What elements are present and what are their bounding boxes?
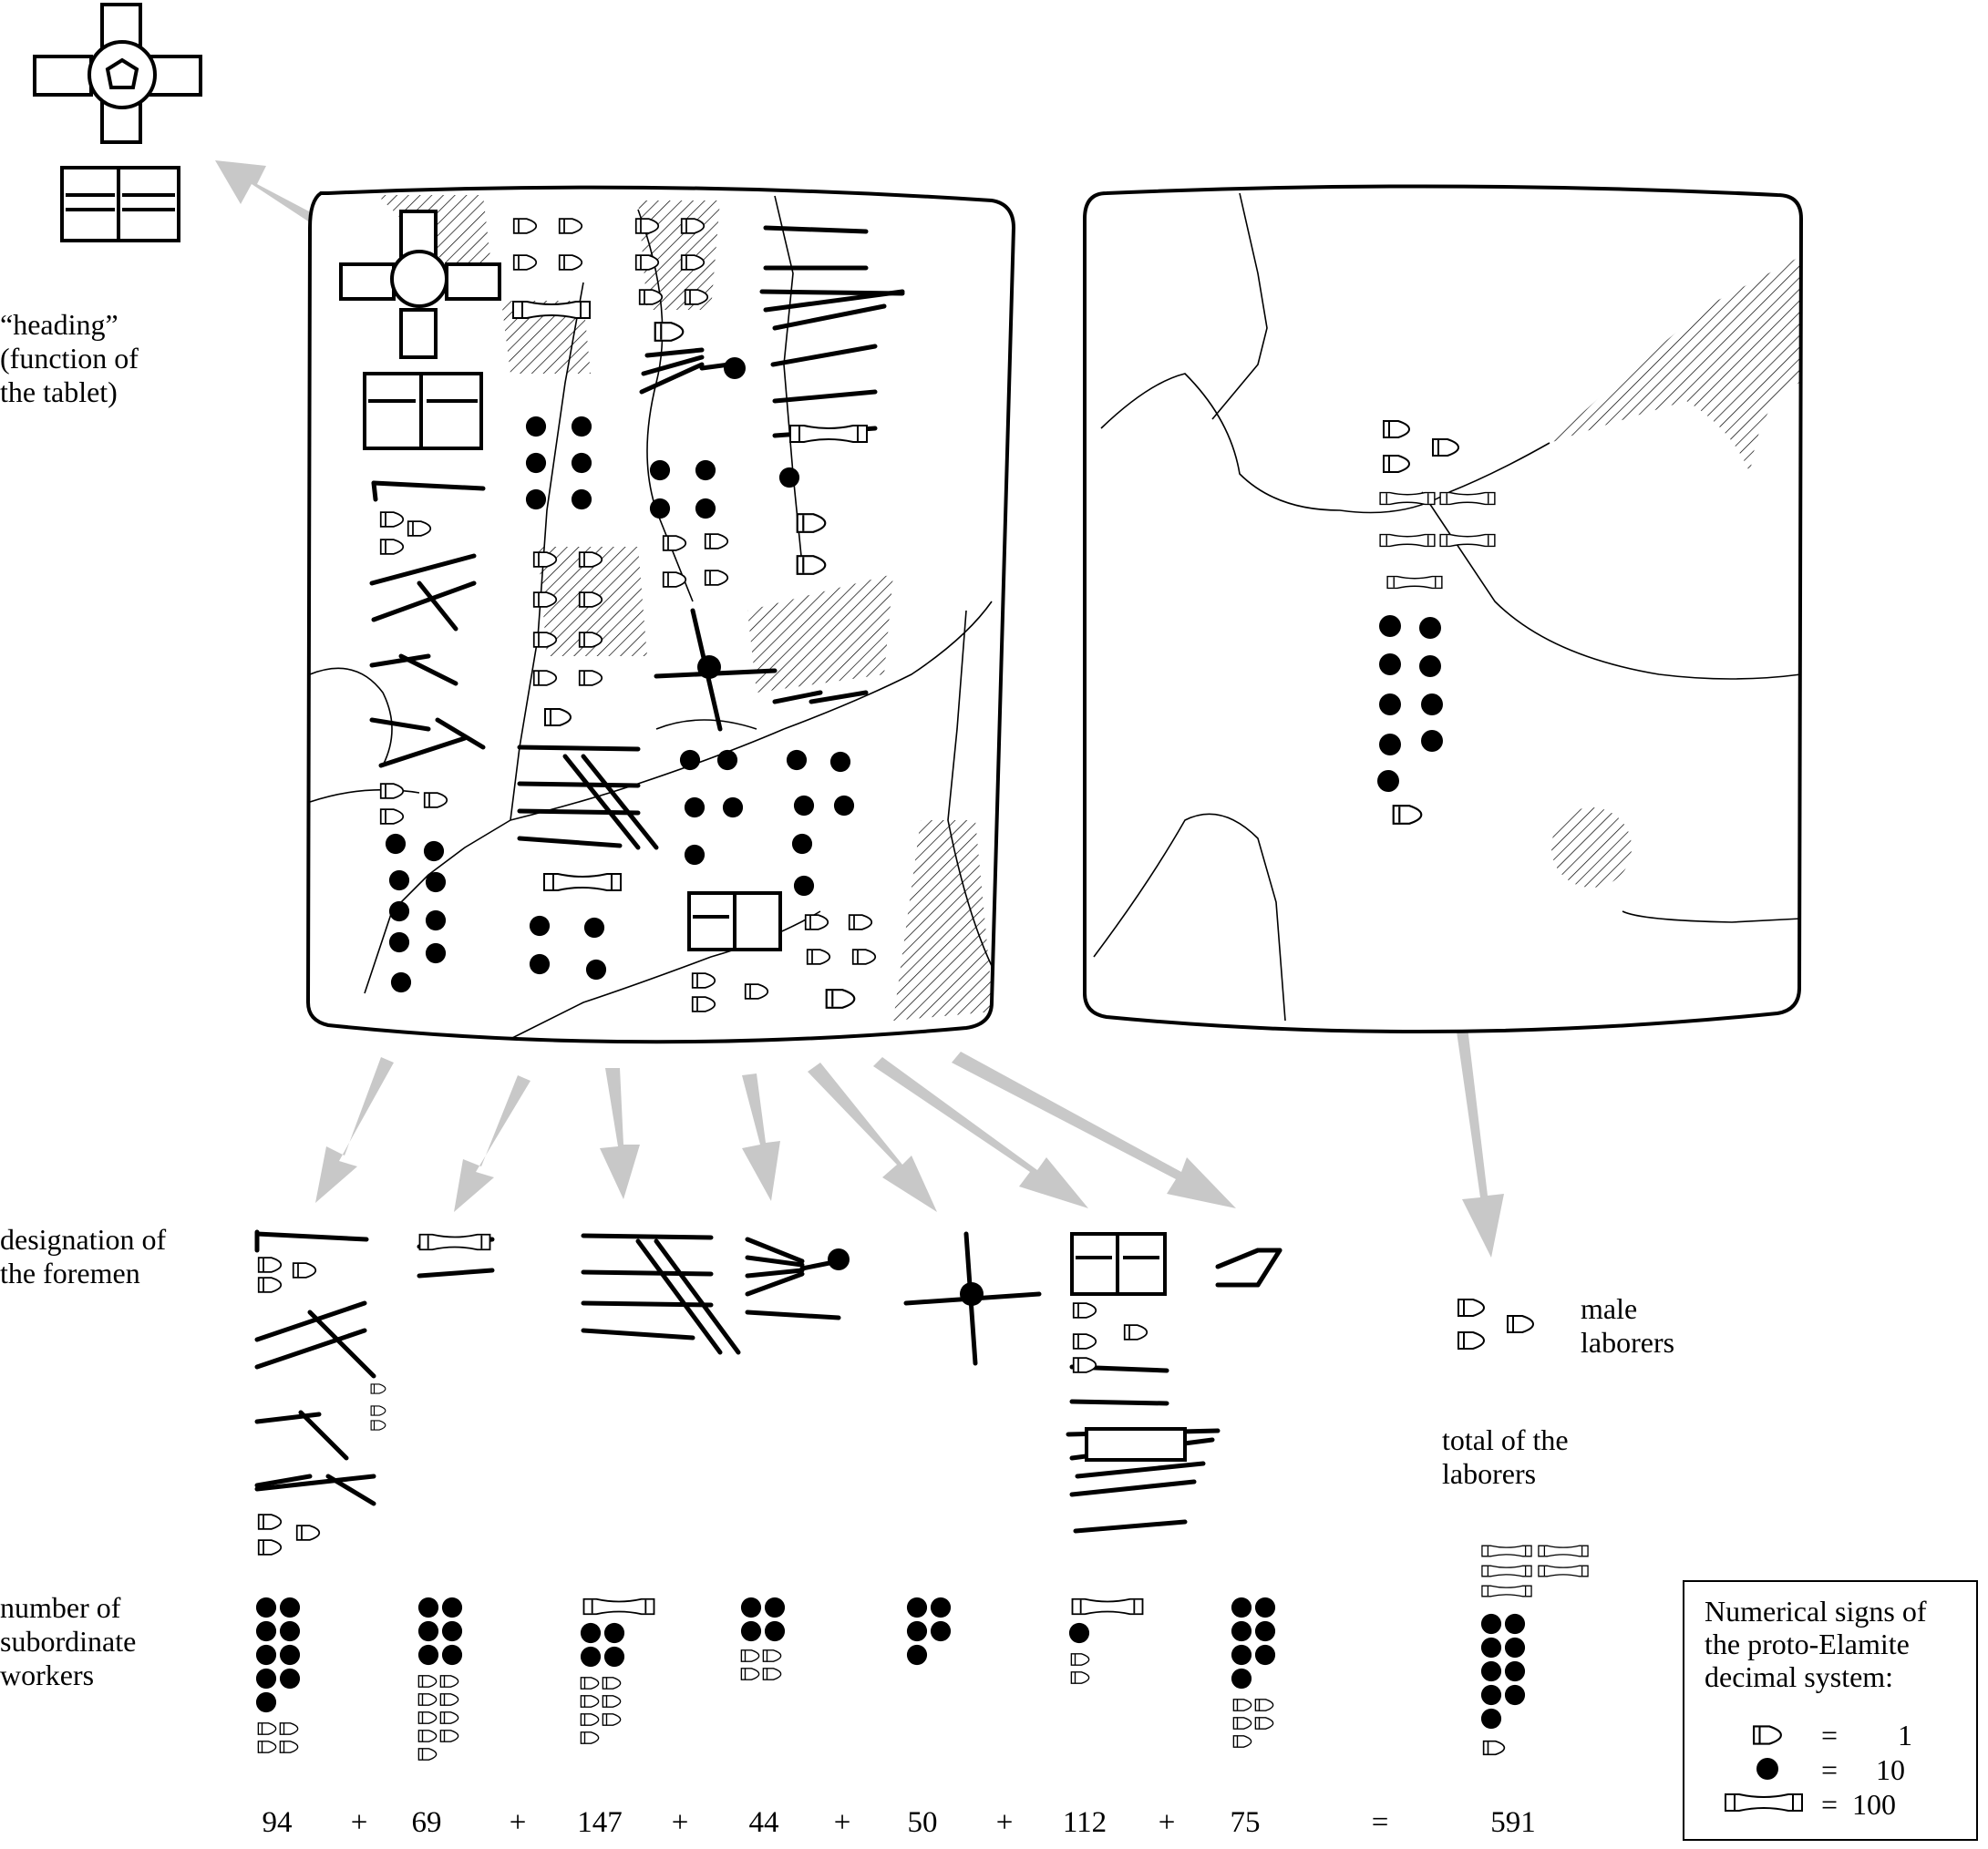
heading-sign [35,5,201,241]
sum-term-1: 94 [222,1806,332,1840]
legend-sign-100-icon [1723,1792,1805,1813]
sum-operator-6: + [1139,1806,1194,1840]
sum-operator-3: + [653,1806,707,1840]
count-591 [1481,1546,1588,1754]
workers-label: number of subordinate workers [0,1591,136,1692]
total-laborers-label: total of the laborers [1442,1423,1569,1491]
count-69 [418,1597,462,1760]
sum-term-3: 147 [545,1806,654,1840]
sum-term-5: 50 [868,1806,977,1840]
sum-term-4: 44 [709,1806,819,1840]
count-75 [1231,1597,1275,1747]
foremen-numerals [259,1235,1533,1555]
sum-term-2: 69 [372,1806,481,1840]
legend-title: Numerical signs of the proto-Elamite dec… [1705,1595,1978,1693]
legend-value-100: 100 [1852,1788,1896,1822]
heading-label: “heading” (function of the tablet) [0,308,139,409]
sum-term-7: 75 [1190,1806,1300,1840]
foremen-label: designation of the foremen [0,1223,166,1290]
obverse-tablet [308,188,1014,1043]
sum-total: 591 [1458,1806,1568,1840]
sum-operator-5: + [977,1806,1032,1840]
reverse-tablet [1085,186,1801,1032]
legend-value-10: 10 [1876,1753,1905,1787]
sum-term-6: 112 [1030,1806,1139,1840]
legend-equals-10: = [1821,1753,1838,1787]
legend-sign-10-icon [1756,1757,1779,1781]
count-112 [1069,1599,1143,1683]
sum-operator-2: + [490,1806,545,1840]
legend-value-1: 1 [1898,1719,1912,1752]
count-94 [256,1597,300,1752]
count-50 [907,1597,951,1665]
sum-operator-4: + [815,1806,870,1840]
legend-sign-1-icon [1752,1724,1783,1746]
legend-equals-100: = [1821,1788,1838,1822]
sum-equals: = [1353,1806,1407,1840]
count-44 [741,1597,785,1680]
worker-numerals [256,1546,1588,1760]
numeral-legend: Numerical signs of the proto-Elamite dec… [1683,1580,1978,1841]
legend-equals-1: = [1821,1719,1838,1752]
count-147 [581,1599,654,1743]
male-laborers-label: male laborers [1581,1292,1674,1360]
